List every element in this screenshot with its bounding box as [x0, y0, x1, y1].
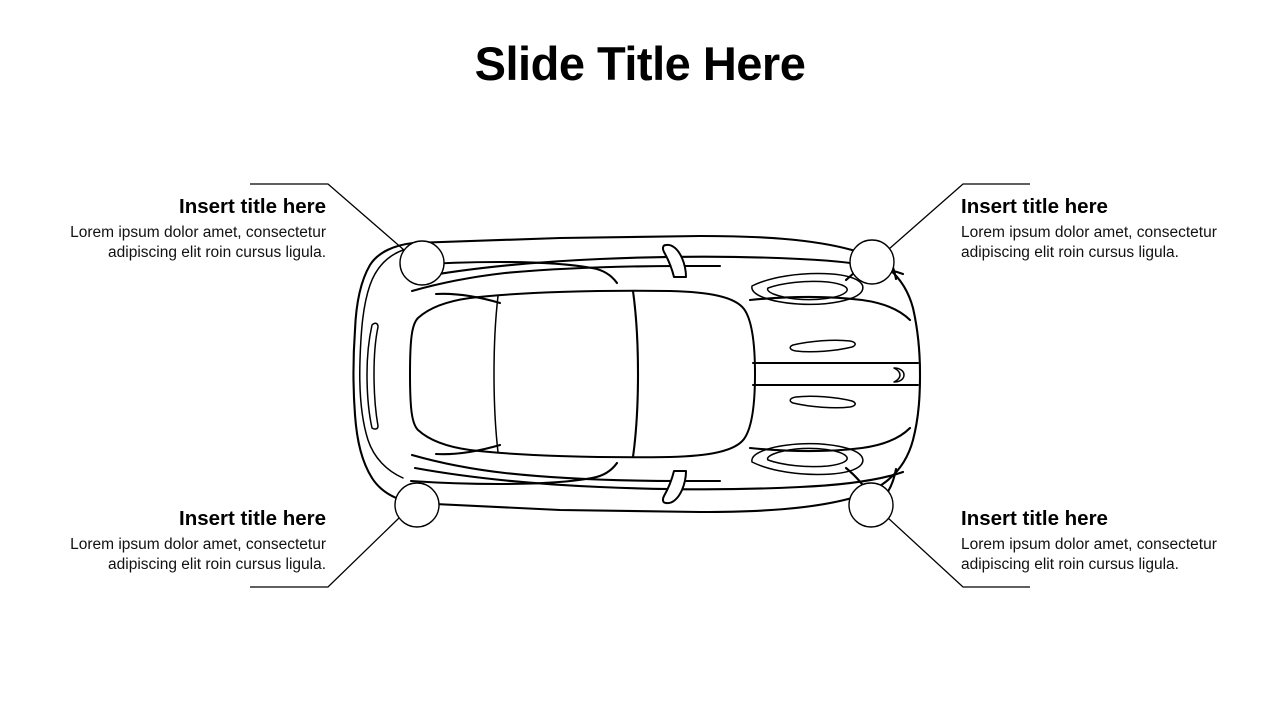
callout-title: Insert title here — [179, 507, 326, 530]
callout-body: Lorem ipsum dolor amet, consectetur adip… — [961, 223, 1217, 261]
callout-top-right[interactable]: Insert title here Lorem ipsum dolor amet… — [961, 194, 1261, 263]
taillight-inner-lower — [766, 447, 848, 468]
greenhouse-outline — [409, 289, 756, 459]
shoulder-line-bottom — [413, 466, 905, 491]
front-bumper-contour — [359, 249, 404, 479]
fender-crease-top — [409, 260, 619, 285]
page-title: Slide Title Here — [474, 37, 806, 90]
windshield-seam — [631, 289, 640, 459]
callout-top-left[interactable]: Insert title here Lorem ipsum dolor amet… — [26, 194, 326, 263]
rear-deck-seam-bottom — [748, 426, 912, 453]
callout-body: Lorem ipsum dolor amet, consectetur adip… — [961, 535, 1217, 573]
connector-node-top-right[interactable] — [849, 239, 895, 285]
callout-title: Insert title here — [961, 195, 1108, 218]
door-cut-lower — [434, 443, 502, 456]
hood-seam-upper — [410, 264, 722, 293]
callout-bottom-right[interactable]: Insert title here Lorem ipsum dolor amet… — [961, 506, 1261, 575]
rear-vent-lower — [789, 395, 856, 409]
taillight-outer-upper — [751, 272, 864, 306]
rear-vent-upper — [789, 339, 856, 353]
roof-front-seam — [493, 295, 499, 453]
hood-seam-lower — [410, 453, 722, 483]
connector-node-bottom-left[interactable] — [394, 482, 440, 528]
connector-node-top-left[interactable] — [399, 240, 445, 286]
rear-deck-seam-top — [748, 295, 912, 322]
callout-bottom-left[interactable]: Insert title here Lorem ipsum dolor amet… — [26, 506, 326, 575]
rear-cap-seam — [912, 307, 921, 441]
door-cut-upper — [434, 292, 502, 305]
callout-title: Insert title here — [961, 507, 1108, 530]
shoulder-line-top — [413, 255, 905, 280]
taillight-outer-lower — [751, 442, 864, 476]
mirror-fin-bottom — [661, 470, 687, 505]
rear-quarter-swoosh-upper — [844, 246, 898, 282]
rear-badge-crescent — [893, 367, 905, 383]
headlight-slot — [366, 322, 379, 430]
taillight-inner-upper — [766, 280, 848, 301]
callout-body: Lorem ipsum dolor amet, consectetur adip… — [70, 535, 326, 573]
callout-title: Insert title here — [179, 195, 326, 218]
mirror-fin-top — [661, 243, 687, 278]
fender-crease-bottom — [409, 461, 619, 486]
connector-node-bottom-right[interactable] — [848, 482, 894, 528]
callout-body: Lorem ipsum dolor amet, consectetur adip… — [70, 223, 326, 261]
rear-quarter-swoosh-lower — [844, 466, 898, 502]
car-body-outline — [352, 234, 922, 514]
